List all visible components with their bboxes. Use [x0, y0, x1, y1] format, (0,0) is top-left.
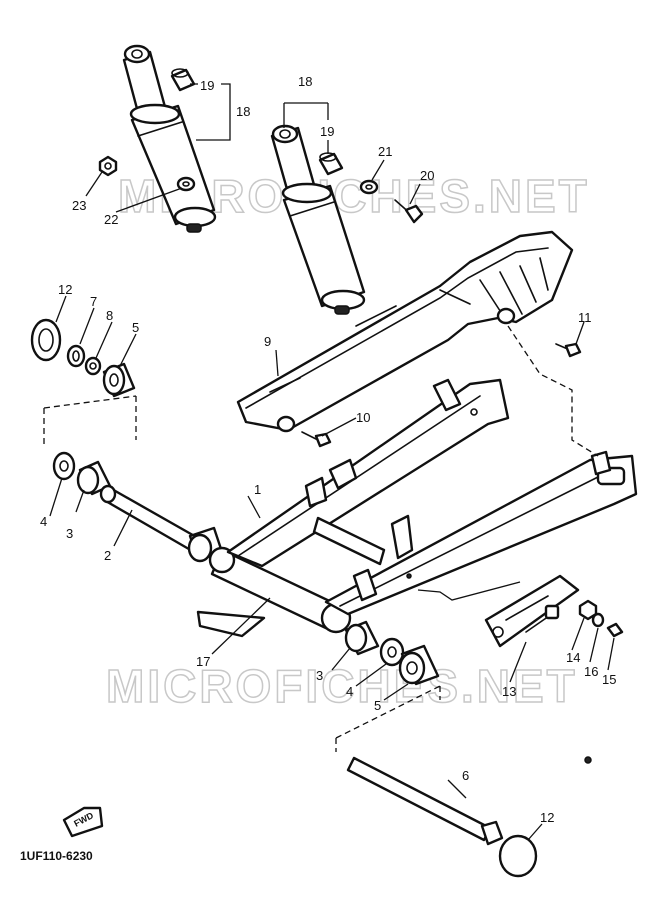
swingarm[interactable] — [208, 378, 638, 634]
callout-12: 12 — [58, 282, 72, 297]
assembly-bracket-left — [43, 395, 137, 446]
callout-6: 6 — [462, 768, 469, 783]
collar-5-right[interactable] — [398, 644, 440, 686]
watermark-bottom: MICROFICHES.NET — [106, 660, 578, 712]
callout-18: 18 — [236, 104, 250, 119]
forward-arrow-icon: FWD — [62, 806, 104, 838]
callout-12b: 12 — [540, 810, 554, 825]
chain-case[interactable] — [236, 230, 574, 433]
callout-5: 5 — [132, 320, 139, 335]
callout-22: 22 — [104, 212, 118, 227]
callout-3: 3 — [66, 526, 73, 541]
cap-12[interactable] — [498, 834, 538, 878]
pivot-bolt-6[interactable] — [346, 756, 592, 846]
callout-10: 10 — [356, 410, 370, 425]
assembly-bracket-right — [335, 685, 441, 752]
washer-8[interactable] — [84, 356, 102, 376]
callout-17: 17 — [196, 654, 210, 669]
callout-13: 13 — [502, 684, 516, 699]
callout-21: 21 — [378, 144, 392, 159]
callout-4: 4 — [40, 514, 47, 529]
bolt-20[interactable] — [394, 199, 424, 224]
callout-15: 15 — [602, 672, 616, 687]
callout-16: 16 — [584, 664, 598, 679]
callout-23: 23 — [72, 198, 86, 213]
pivot-shaft-2[interactable] — [99, 484, 224, 563]
thrust-washer-4-left[interactable] — [52, 451, 76, 481]
callout-2: 2 — [104, 548, 111, 563]
part-code: 1UF110-6230 — [20, 849, 93, 863]
thrust-washer-4-right[interactable] — [379, 637, 405, 667]
collar-19-left[interactable] — [170, 68, 196, 92]
washer-22[interactable] — [176, 176, 196, 192]
callout-8: 8 — [106, 308, 113, 323]
collar-5-left[interactable] — [102, 362, 136, 398]
rear-shock-right[interactable] — [270, 124, 366, 315]
callout-19: 19 — [200, 78, 214, 93]
callout-labels: 1 2 3 3 4 4 5 5 6 7 8 9 10 11 12 12 13 1… — [40, 74, 616, 825]
rear-shock-left[interactable] — [122, 44, 217, 233]
bolt-15[interactable] — [606, 622, 624, 638]
callout-20: 20 — [420, 168, 434, 183]
callout-9: 9 — [264, 334, 271, 349]
washer-21[interactable] — [359, 179, 379, 195]
label-plate-17 — [196, 610, 266, 638]
bolt-10[interactable] — [301, 431, 332, 448]
callout-1: 1 — [254, 482, 261, 497]
washer-16[interactable] — [591, 612, 605, 628]
callout-14: 14 — [566, 650, 580, 665]
callout-11: 11 — [578, 310, 592, 325]
callout-19b: 19 — [320, 124, 334, 139]
callout-7: 7 — [90, 294, 97, 309]
callout-3b: 3 — [316, 668, 323, 683]
callout-4b: 4 — [346, 684, 353, 699]
chain-puller-13[interactable] — [484, 574, 580, 648]
bolt-11[interactable] — [555, 342, 582, 358]
nut-23[interactable] — [98, 155, 118, 177]
bearing-7[interactable] — [66, 344, 86, 368]
bushing-3-right[interactable] — [344, 620, 380, 656]
oil-seal-12[interactable] — [30, 318, 62, 362]
callout-5b: 5 — [374, 698, 381, 713]
leader-lines — [49, 83, 615, 841]
callout-18b: 18 — [298, 74, 312, 89]
